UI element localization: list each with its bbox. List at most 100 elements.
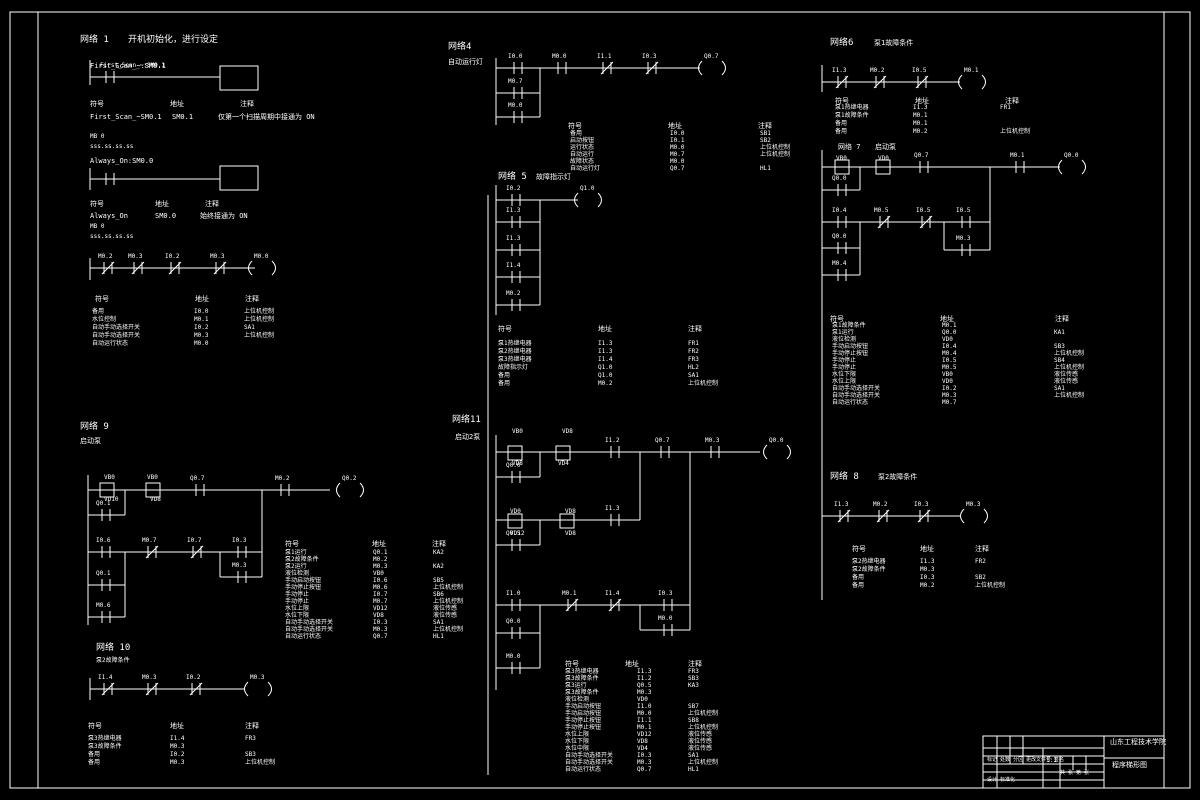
table-cell: 泵2故障条件 [852, 566, 886, 573]
table-cell: FR1 [688, 340, 699, 347]
table-cell: I1.3 [913, 104, 928, 111]
network-8-comment: 泵2故障条件 [878, 473, 918, 481]
operand-label: VD8 [565, 530, 576, 537]
table-cell: 手动启动按钮 [565, 710, 602, 717]
table-cell: I0.1 [670, 137, 685, 144]
table-cell: M0.0 [670, 158, 685, 165]
contact-nc-slash [101, 261, 115, 275]
table-cell: 泵3热继电器 [565, 668, 599, 675]
table-cell: I0.0 [670, 130, 685, 137]
n5-addr-header: 地址 [598, 325, 612, 333]
contact-operand-label: I1.3 [832, 67, 847, 74]
table-cell: M0.3 [373, 626, 388, 633]
table-cell: 液位传感 [688, 745, 713, 752]
table-cell: SB4 [1054, 357, 1065, 364]
n1-tbl-addr-header: 地址 [195, 295, 209, 303]
n8-cmt-header: 注释 [975, 545, 989, 553]
table-cell: Q0.0 [942, 329, 957, 336]
table-cell: I1.3 [637, 668, 652, 675]
contact-operand-label: I0.5 [956, 207, 971, 214]
coil [1058, 159, 1086, 175]
table-cell: 备用 [852, 574, 865, 581]
n5-sym-header: 符号 [498, 325, 512, 333]
compare-box [559, 513, 575, 529]
table-cell: 上位机控制 [688, 380, 719, 387]
n1-mb0-d: sss.ss.ss.ss [90, 233, 134, 240]
table-cell: 液位检测 [285, 570, 310, 577]
table-cell: SA1 [433, 619, 444, 626]
table-cell: Q1.0 [598, 364, 613, 371]
table-cell: 故障状态 [570, 158, 595, 165]
contact-nc-slash [919, 215, 933, 229]
table-cell: 备用 [570, 130, 583, 137]
contact-operand-label: M0.0 [508, 102, 523, 109]
table-cell: 上位机控制 [760, 151, 791, 158]
operand-label: VD0 [878, 155, 889, 162]
operand-label: VD8 [150, 496, 161, 503]
table-cell: 自动运行状态 [285, 633, 322, 640]
contact-operand-label: I1.4 [506, 262, 521, 269]
operand-label: VD8 [512, 460, 523, 467]
table-cell: SA1 [244, 324, 255, 331]
contact-operand-label: M0.2 [873, 501, 888, 508]
contact-nc-slash [168, 261, 182, 275]
network-10-comment: 泵2故障条件 [96, 657, 130, 664]
contact-operand-label: M0.2 [275, 475, 290, 482]
title-block [982, 735, 1165, 789]
table-cell: 上位机控制 [688, 759, 719, 766]
network-5-title: 网络 5 [498, 172, 527, 182]
contact-nc-slash [101, 682, 115, 696]
table-cell: HL1 [433, 633, 444, 640]
contact-operand-label: I1.4 [605, 590, 620, 597]
coil [336, 482, 364, 498]
contact-operand-label: M0.3 [232, 562, 247, 569]
table-cell: 手动停止 [285, 591, 310, 598]
contact-operand-label: I0.2 [506, 185, 521, 192]
table-cell: Q0.5 [637, 682, 652, 689]
table-cell: 泵2故障条件 [285, 556, 319, 563]
n8-addr-header: 地址 [920, 545, 934, 553]
table-cell: 自动运行状态 [92, 340, 129, 347]
contact-operand-label: M0.4 [832, 260, 847, 267]
table-cell: 自动手动选择开关 [832, 385, 881, 392]
table-cell: I0.3 [373, 619, 388, 626]
table-cell: M0.4 [942, 350, 957, 357]
operand-label: VB0 [104, 474, 115, 481]
n1-sym1-name: First_Scan_~SM0.1 [90, 113, 162, 121]
table-cell: 自动运行 [570, 151, 595, 158]
table-cell: I1.4 [170, 735, 185, 742]
table-cell: 液位传感 [433, 605, 458, 612]
coil-operand-label: Q0.0 [769, 437, 784, 444]
contact-operand-label: I0.2 [165, 253, 180, 260]
table-cell: M0.0 [670, 144, 685, 151]
contact-operand-label: Q0.0 [506, 618, 521, 625]
table-cell: M0.3 [637, 759, 652, 766]
table-cell: 泵2热继电器 [852, 558, 886, 565]
table-cell: 手动停止 [832, 364, 857, 371]
table-cell: M0.1 [942, 322, 957, 329]
table-cell: Q0.1 [373, 549, 388, 556]
contact-operand-label: M0.2 [870, 67, 885, 74]
table-cell: 自动手动选择开关 [285, 626, 334, 633]
contact-nc-slash [213, 261, 227, 275]
table-cell: 备用 [88, 751, 101, 758]
contact-operand-label: I0.3 [914, 501, 929, 508]
contact-operand-label: I1.4 [98, 674, 113, 681]
contact-operand-label: First_Scan_~:SM0.1 [100, 62, 166, 69]
table-cell: I1.4 [598, 356, 613, 363]
table-cell: 水位下限 [285, 612, 310, 619]
table-cell: 泵1故障条件 [832, 322, 866, 329]
table-cell: 自动手动选择开关 [285, 619, 334, 626]
table-cell: 泵3热继电器 [88, 735, 122, 742]
table-cell: 泵3热继电器 [498, 356, 532, 363]
table-cell: Q0.7 [670, 165, 685, 172]
contact-nc-slash [190, 545, 204, 559]
compare-box [507, 513, 523, 529]
table-cell: M0.7 [373, 598, 388, 605]
table-cell: 泵3运行 [565, 682, 587, 689]
table-cell: FR3 [245, 735, 256, 742]
table-cell: 水位控制 [92, 316, 117, 323]
table-cell: M0.1 [913, 120, 928, 127]
n11-cmt-header: 注释 [688, 660, 702, 668]
table-cell: I1.3 [598, 348, 613, 355]
